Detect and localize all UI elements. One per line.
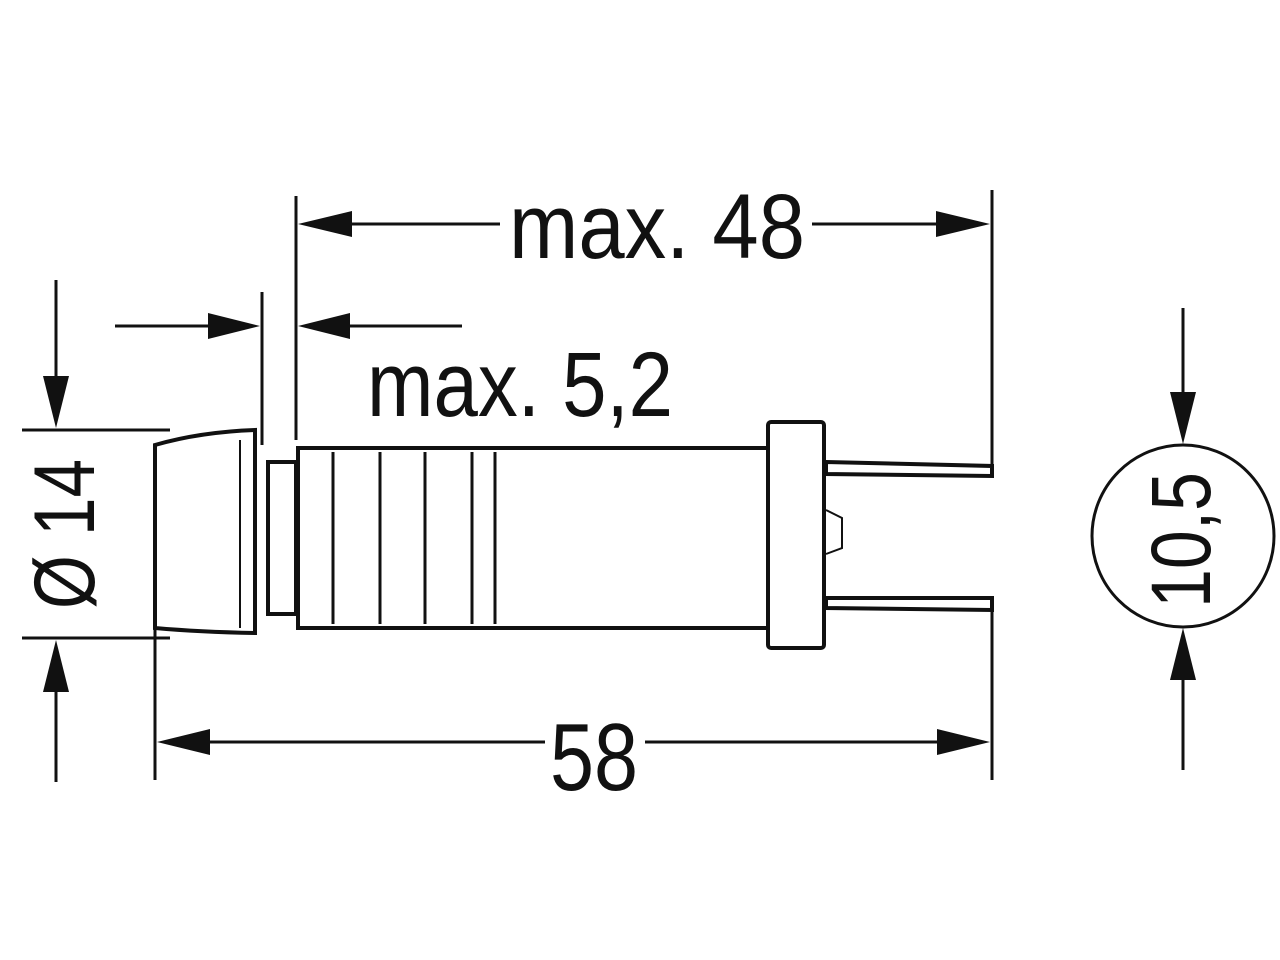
lower-contact xyxy=(824,596,994,613)
upper-contact xyxy=(824,459,994,479)
label-panel-thickness: max. 5,2 xyxy=(367,334,673,436)
dimension-diameter: Ø 14 xyxy=(17,280,113,782)
label-diameter: Ø 14 xyxy=(17,459,113,609)
solder-tab xyxy=(825,509,843,555)
dimension-overall-length: max. 48 xyxy=(298,176,990,278)
dimension-panel-thickness: max. 5,2 xyxy=(115,313,673,436)
label-cutout: 10,5 xyxy=(1134,472,1228,608)
label-total-length: 58 xyxy=(550,704,638,811)
panel-cutout-detail: 10,5 xyxy=(1090,308,1276,770)
neck xyxy=(266,460,298,616)
threaded-barrel xyxy=(296,446,770,630)
lens-cap xyxy=(153,427,257,636)
label-overall-length: max. 48 xyxy=(509,176,805,278)
indicator-light-body xyxy=(153,420,994,650)
dimension-total-length: 58 xyxy=(157,704,990,811)
rear-flange xyxy=(766,420,826,650)
cutout-circle xyxy=(1090,443,1276,629)
extension-lines xyxy=(22,190,994,780)
